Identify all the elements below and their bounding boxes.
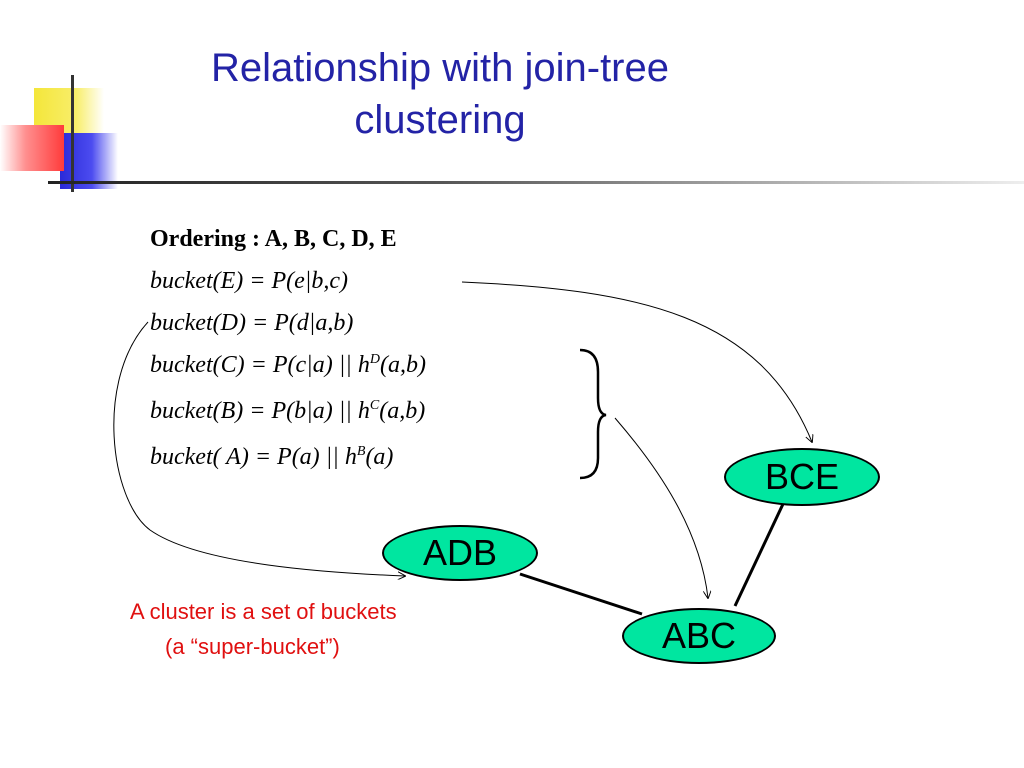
edge-adb-abc (519, 572, 643, 616)
slide-title: Relationship with join-tree clustering (80, 42, 800, 146)
bucket-a-args: (a) (365, 444, 394, 470)
bucket-b-equation: bucket(B) = P(b|a) || hC(a,b) (150, 398, 425, 425)
decorative-red-square (0, 125, 64, 171)
title-line-2: clustering (354, 98, 526, 142)
bucket-a-main: bucket( A) = P(a) || h (150, 444, 357, 470)
cluster-bce: BCE (724, 448, 880, 506)
bucket-c-main: bucket(C) = P(c|a) || h (150, 352, 370, 378)
cluster-adb-label: ADB (422, 532, 498, 573)
bucket-c-args: (a,b) (380, 352, 427, 378)
edge-bce-abc (733, 503, 785, 607)
cluster-abc-label: ABC (661, 615, 737, 656)
cluster-note-line-1: A cluster is a set of buckets (130, 599, 397, 624)
bucket-a-equation: bucket( A) = P(a) || hB(a) (150, 444, 393, 471)
right-brace (579, 348, 607, 480)
cluster-abc: ABC (622, 608, 776, 664)
bucket-c-superscript: D (369, 352, 381, 367)
bucket-e-equation: bucket(E) = P(e|b,c) (150, 268, 349, 294)
arrow-brace-to-abc (614, 417, 708, 598)
cluster-adb: ADB (382, 525, 538, 581)
cluster-note-line-2: (a “super-bucket”) (165, 634, 340, 659)
title-line-1: Relationship with join-tree (210, 46, 669, 90)
decorative-vertical-line (71, 75, 74, 192)
bucket-d-equation: bucket(D) = P(d|a,b) (150, 310, 354, 336)
title-underline (48, 181, 1024, 184)
bucket-c-equation: bucket(C) = P(c|a) || hD(a,b) (150, 352, 426, 379)
bucket-b-superscript: C (369, 398, 380, 413)
arrow-bucket-e-to-bce (461, 281, 812, 442)
arrow-bucket-d-to-adb (113, 321, 405, 576)
bucket-b-args: (a,b) (379, 398, 426, 424)
cluster-bce-label: BCE (764, 456, 840, 497)
bucket-a-superscript: B (356, 444, 366, 459)
ordering-line: Ordering : A, B, C, D, E (150, 226, 397, 252)
decorative-blue-square (60, 133, 118, 189)
bucket-b-main: bucket(B) = P(b|a) || h (150, 398, 370, 424)
